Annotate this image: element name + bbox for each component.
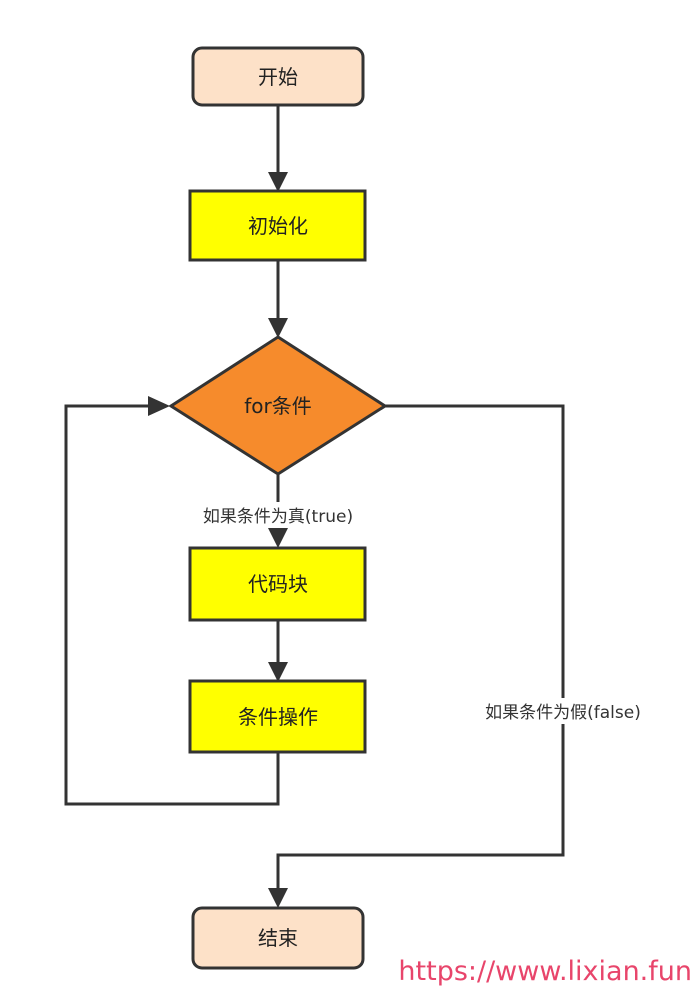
code-block-node — [188, 546, 367, 622]
init-label: 初始化 — [248, 214, 308, 238]
start-label: 开始 — [258, 65, 298, 89]
edge-loop-back — [64, 404, 280, 806]
arrow-start-to-init — [268, 172, 288, 192]
watermark-url: https://www.lixian.fun — [398, 956, 692, 987]
init-node — [188, 189, 367, 262]
false-label-bg — [458, 698, 668, 724]
for-condition-label: for条件 — [244, 394, 312, 418]
true-label-bg — [176, 502, 382, 528]
for-condition-node — [168, 335, 388, 476]
start-node — [191, 46, 365, 107]
false-edge-label: 如果条件为假(false) — [485, 703, 641, 723]
arrow-loop-back — [148, 396, 170, 416]
condition-op-node — [188, 679, 367, 754]
arrow-code-to-op — [268, 662, 288, 682]
true-edge-label: 如果条件为真(true) — [203, 507, 353, 527]
condition-op-label: 条件操作 — [238, 705, 318, 729]
end-label: 结束 — [258, 926, 298, 950]
arrow-init-to-for — [268, 318, 288, 338]
arrow-false-to-end — [268, 888, 288, 908]
code-block-label: 代码块 — [248, 572, 308, 596]
end-node — [191, 906, 365, 970]
arrow-for-to-code — [268, 528, 288, 548]
edge-false-to-end — [276, 404, 565, 890]
